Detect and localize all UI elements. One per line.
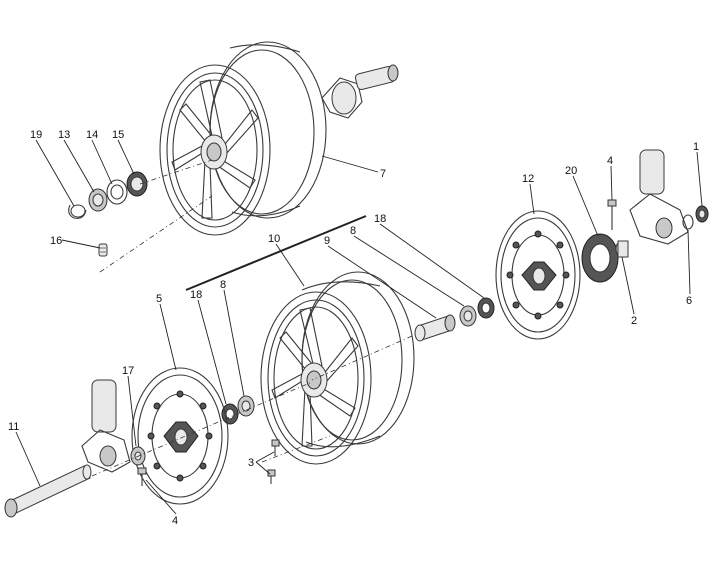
front-axis-line [91, 335, 413, 477]
callout-4-rear: 4 [607, 155, 613, 167]
callout-14: 14 [86, 129, 98, 141]
front-wheel [260, 271, 415, 465]
assembly-divider [185, 215, 367, 291]
callout-11: 11 [8, 421, 19, 433]
front-axle-11 [4, 464, 92, 518]
screw-4-rear [607, 199, 617, 230]
callout-10: 10 [268, 233, 280, 245]
valve-part-16 [98, 243, 108, 257]
rear-caliper-bracket [629, 149, 689, 245]
callout-3: 3 [248, 457, 254, 469]
rear-wheel [159, 41, 399, 236]
rear-axis-line [99, 159, 213, 273]
screws-3 [267, 439, 280, 484]
front-fork-leg [81, 379, 131, 473]
callout-12: 12 [522, 173, 534, 185]
callout-16: 16 [50, 235, 62, 247]
seal-18-right [477, 297, 495, 319]
callout-2: 2 [631, 315, 637, 327]
callout-7: 7 [380, 168, 386, 180]
callout-5: 5 [156, 293, 162, 305]
callout-6: 6 [686, 295, 692, 307]
seal-18-left [221, 403, 239, 425]
callout-17: 17 [122, 365, 134, 377]
rear-bearing-stack [68, 171, 148, 219]
washer-6 [682, 214, 694, 230]
callout-1: 1 [693, 141, 699, 153]
bearing-8-right [459, 305, 477, 327]
nut-1 [695, 205, 709, 223]
spacer-9 [414, 314, 456, 342]
leader-lines [15, 139, 703, 515]
callout-8-right: 8 [350, 225, 356, 237]
callout-numbers: 19 13 14 15 16 7 12 20 4 1 6 2 18 8 9 10… [8, 129, 699, 527]
spacer-2 [615, 240, 629, 258]
callout-8-left: 8 [220, 279, 226, 291]
bearing-8-left [237, 395, 255, 417]
callout-4-front: 4 [172, 515, 178, 527]
callout-18-left: 18 [190, 289, 202, 301]
callout-19: 19 [30, 129, 42, 141]
brake-disc-5 [131, 367, 229, 505]
callout-13: 13 [58, 129, 70, 141]
callout-18-right: 18 [374, 213, 386, 225]
callout-15: 15 [112, 129, 124, 141]
callout-9: 9 [324, 235, 330, 247]
brake-disc-12 [495, 210, 581, 340]
callout-20: 20 [565, 165, 577, 177]
screw-4-front [137, 467, 147, 486]
sprocket-carrier-20 [581, 233, 619, 283]
